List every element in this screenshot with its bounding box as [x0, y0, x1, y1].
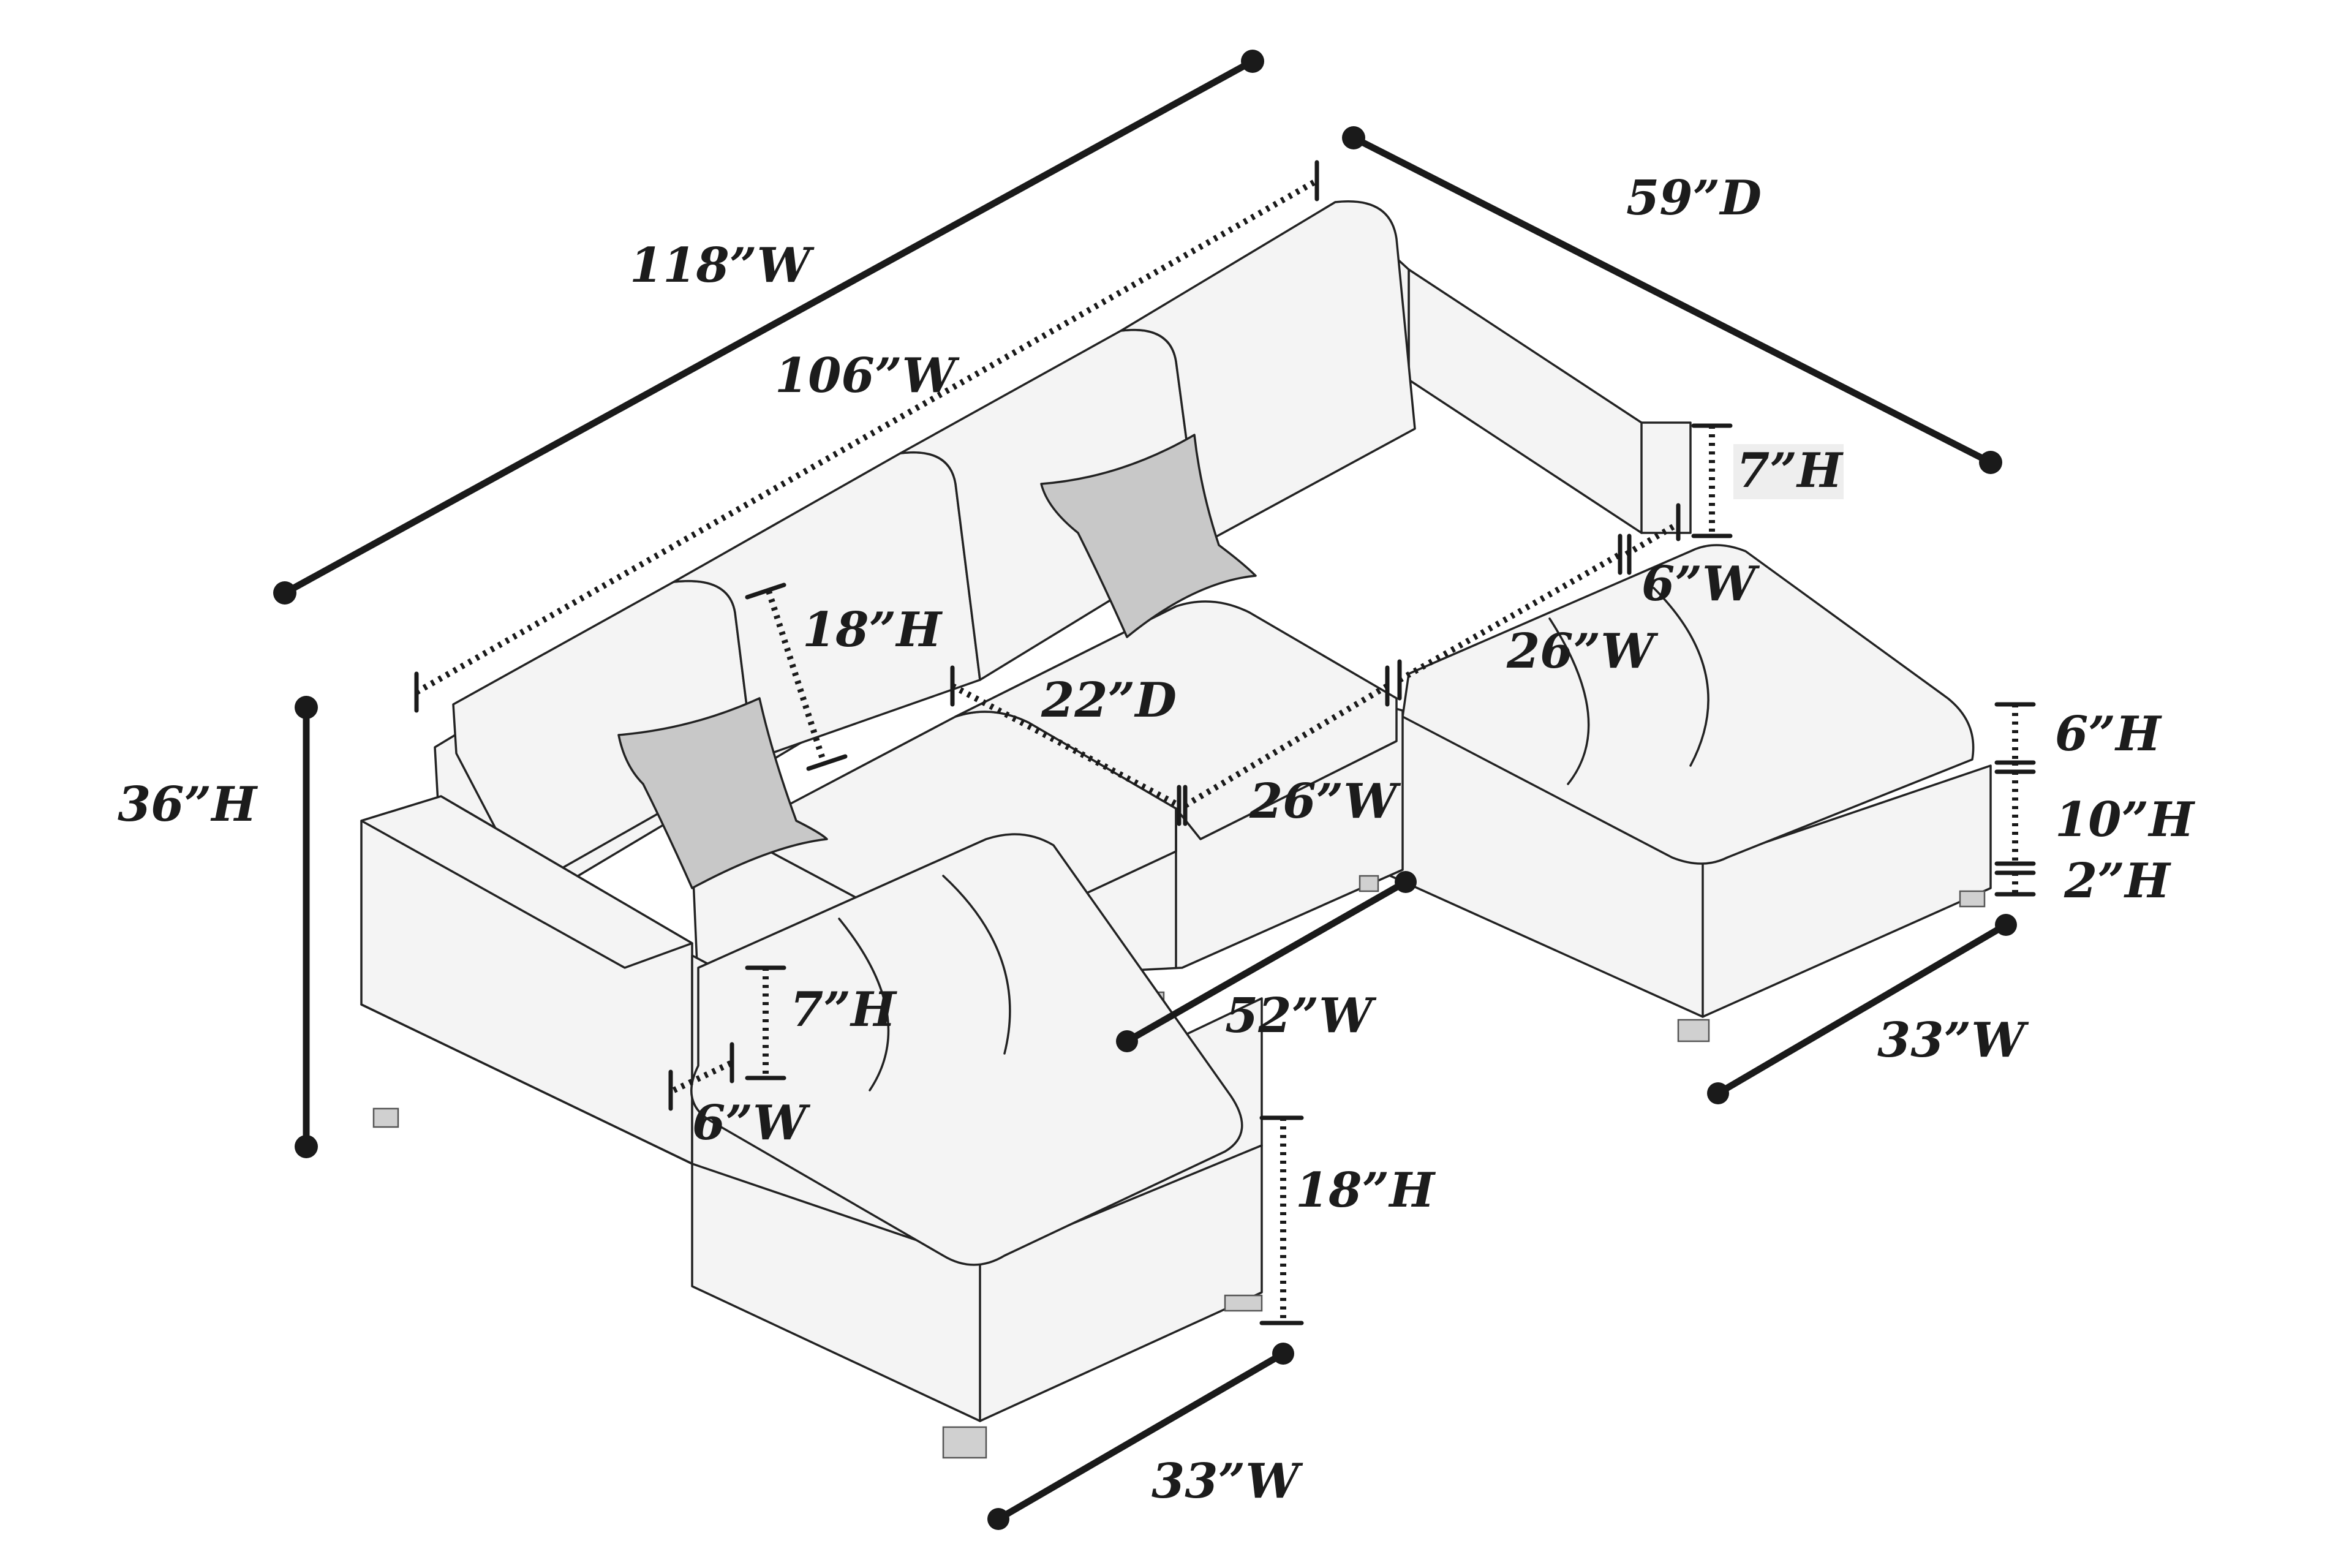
pillow-left: [617, 697, 828, 889]
back-width-line: [415, 178, 1319, 695]
right-chaise: [1389, 544, 1992, 1042]
label-seat-depth: 22”D: [1041, 673, 1177, 728]
label-right-arm-width: 6”W: [1642, 556, 1760, 612]
label-left-arm-height: 7”H: [790, 982, 897, 1038]
label-back-width: 106”W: [775, 348, 960, 404]
label-overall-height: 36”H: [118, 777, 258, 832]
label-middle-section-width: 52”W: [1225, 988, 1377, 1044]
label-right-seat-width: 26”W: [1506, 624, 1659, 679]
right-arm-width-line: [1624, 521, 1680, 557]
right-chaise-leg-right: [1959, 890, 1986, 908]
label-seat-height: 18”H: [1295, 1163, 1436, 1218]
label-base-height: 10”H: [2055, 792, 2195, 848]
left-arm: [360, 795, 693, 1165]
label-right-chaise-width: 33”W: [1877, 1012, 2029, 1068]
label-cushion-height: 6”H: [2055, 706, 2162, 762]
dimension-lines: [273, 50, 2036, 1530]
label-overall-depth: 59”D: [1626, 170, 1762, 226]
sofa-drawing: [360, 200, 1992, 1459]
label-middle-seat-width: 26”W: [1249, 774, 1401, 829]
middle-section-width-line: [1123, 878, 1409, 1045]
left-chaise: [372, 833, 1263, 1459]
label-right-arm-height: 7”H: [1736, 443, 1844, 499]
overall-width-line: [281, 58, 1256, 597]
left-chaise-leg-front: [942, 1426, 987, 1459]
left-arm-leg: [372, 1107, 399, 1128]
left-chaise-cushion: [690, 833, 1243, 1266]
right-chaise-leg-front: [1677, 1019, 1710, 1042]
label-back-cushion-height: 18”H: [802, 602, 943, 658]
middle-seat-cushion-2: [954, 600, 1398, 840]
right-chaise-cushion: [1401, 544, 1975, 865]
right-arm-height-label-bg: [1733, 444, 1844, 499]
label-left-arm-width: 6”W: [692, 1095, 811, 1151]
right-chaise-width-line: [1714, 921, 2010, 1097]
label-left-chaise-width: 33”W: [1152, 1453, 1303, 1509]
left-arm-width-line: [672, 1060, 734, 1093]
pillow-right: [1040, 434, 1257, 638]
left-chaise-width-line: [995, 1350, 1287, 1523]
dimension-labels: 118”W 59”D 106”W 36”H 18”H 22”D 26”W 26”…: [118, 170, 2195, 1509]
left-chaise-leg-right: [1224, 1294, 1263, 1312]
middle-leg-2: [1359, 875, 1379, 892]
right-arm: [1408, 268, 1692, 534]
label-overall-width: 118”W: [630, 238, 815, 293]
overall-depth-line: [1350, 134, 1994, 466]
label-leg-height: 2”H: [2064, 853, 2171, 909]
